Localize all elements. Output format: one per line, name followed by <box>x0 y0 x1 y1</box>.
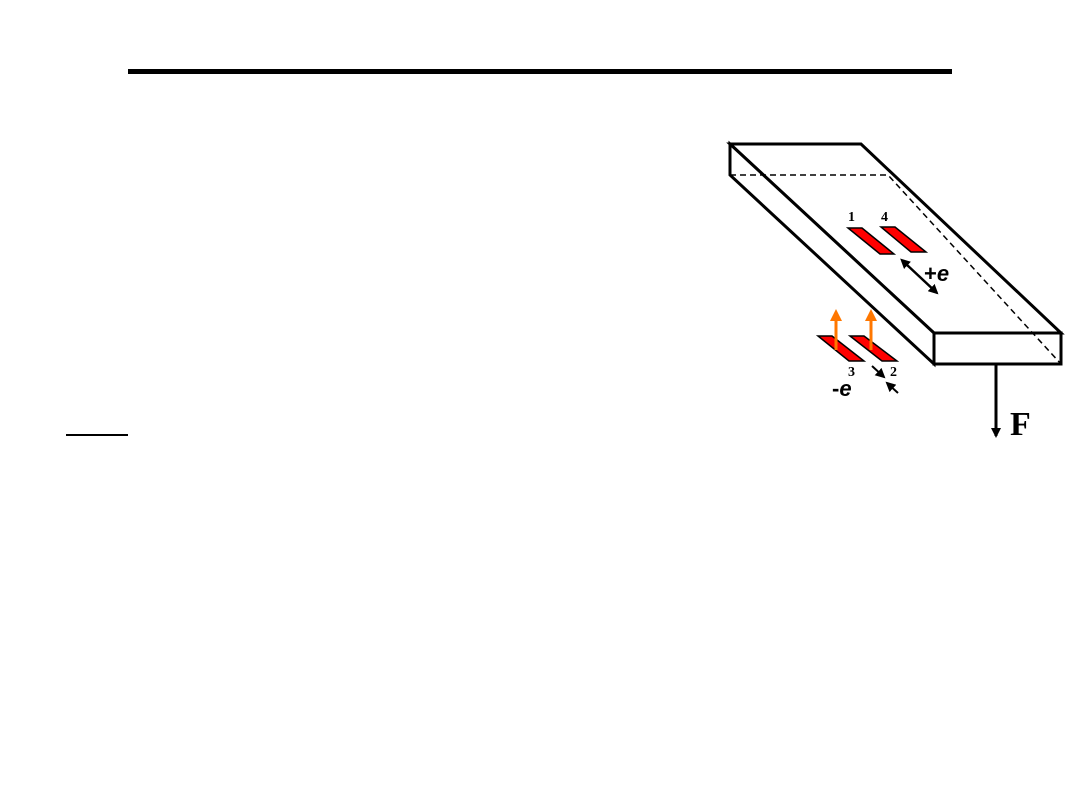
bullet-underline <box>66 434 128 436</box>
compression-arrows <box>871 365 899 394</box>
gauge-label-3: 3 <box>848 365 855 380</box>
strain-gauge-4 <box>878 226 929 253</box>
strain-gauge-2 <box>847 335 900 362</box>
gauge-label-1: 1 <box>848 210 855 225</box>
strain-gauge-3 <box>815 335 867 362</box>
strain-gauge-1 <box>845 227 897 255</box>
gauge-label-2: 2 <box>890 365 897 380</box>
compression-strain-label: -e <box>832 376 852 401</box>
tension-double-arrow <box>900 258 939 295</box>
beam-end-face <box>932 331 1063 366</box>
gauge-label-4: 4 <box>881 210 888 225</box>
beam-hidden-edge <box>730 174 1062 365</box>
title-underline <box>128 69 952 74</box>
force-label: F <box>1010 406 1031 443</box>
beam <box>726 140 1065 368</box>
tension-strain-label: +e <box>924 261 949 286</box>
